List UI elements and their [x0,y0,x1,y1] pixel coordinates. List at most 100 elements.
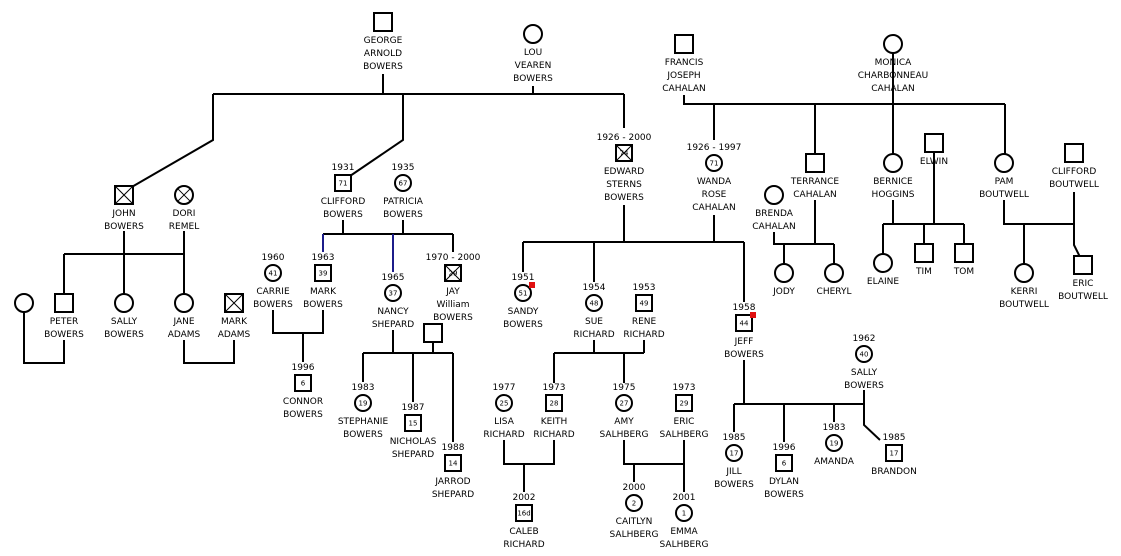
name-label: CAITLYN [616,517,653,527]
male-square-icon [775,454,793,472]
connector-line [129,94,214,189]
person-tim[interactable]: TIM [914,243,934,277]
age-label: 51 [519,290,528,298]
male-square-icon [423,323,443,343]
male-square-icon [294,374,312,392]
person-tom[interactable]: TOM [953,243,974,277]
birth-year-label: 1973 [543,383,566,393]
name-label: BERNICE [873,177,913,187]
name-label: HOGGINS [872,190,915,200]
name-label: CLIFFORD [321,197,366,207]
age-label: 71 [710,160,719,168]
name-label: ELWIN [920,157,948,167]
age-label: 71 [339,180,348,188]
age-label: 15 [409,420,418,428]
age-label: 29 [680,400,689,408]
deceased-cross-icon [115,186,133,204]
male-square-icon [54,293,74,313]
name-label: LISA [494,417,515,427]
connector-line [23,311,65,364]
name-label: BOUTWELL [979,190,1029,200]
person-jody[interactable]: JODY [772,263,795,297]
name-label: William [437,300,470,310]
person-unknown-f[interactable] [14,293,34,313]
name-label: RENE [632,317,657,327]
name-label: BOWERS [513,74,553,84]
name-label: BOWERS [844,381,884,391]
name-label: JAY [445,287,460,297]
name-label: STERNS [606,180,642,190]
name-label: SUE [585,317,603,327]
deceased-cross-icon [225,294,243,312]
name-label: SALLY [851,368,878,378]
male-square-icon [954,243,974,263]
female-circle-icon [264,264,282,282]
birth-year-label: 1962 [853,334,876,344]
age-label: 49 [640,300,649,308]
birth-year-label: 1953 [633,283,656,293]
name-label: PATRICIA [383,197,424,207]
name-label: CAHALAN [871,84,914,94]
person-elaine[interactable]: ELAINE [867,253,899,287]
name-label: SALHBERG [600,430,649,440]
birth-year-label: 1963 [312,253,335,263]
name-label: JILL [725,467,741,477]
age-label: 14 [449,460,458,468]
name-label: ROSE [702,190,727,200]
person-bernice[interactable]: BERNICE HOGGINS [872,153,915,200]
person-elwin[interactable]: ELWIN [920,133,948,167]
person-unknown-m[interactable] [423,323,443,343]
name-label: BRANDON [871,467,917,477]
female-circle-icon [873,253,893,273]
name-label: TOM [953,267,974,277]
person-cheryl[interactable]: CHERYL [817,263,852,297]
female-circle-icon [394,174,412,192]
name-label: BOWERS [283,410,323,420]
